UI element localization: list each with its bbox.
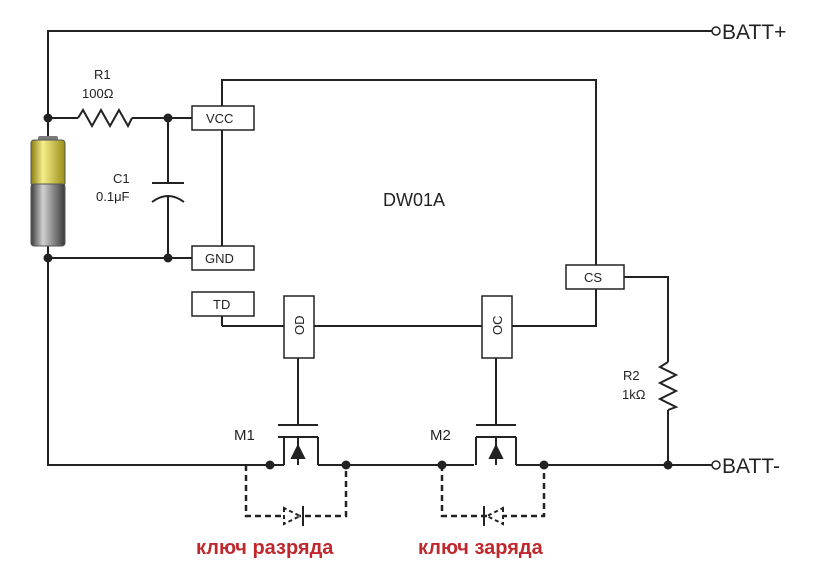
pin-gnd: GND bbox=[205, 251, 234, 266]
pin-od: OD bbox=[292, 316, 307, 336]
wires bbox=[47, 30, 712, 466]
pin-cs: CS bbox=[584, 270, 602, 285]
r2-name: R2 bbox=[623, 368, 640, 383]
r1-value: 100Ω bbox=[82, 86, 114, 101]
c1-value: 0.1μF bbox=[96, 189, 130, 204]
c1-capacitor bbox=[151, 182, 185, 203]
discharge-switch-label: ключ разряда bbox=[196, 537, 334, 559]
batt-plus-label: BATT+ bbox=[722, 21, 786, 44]
battery-cell bbox=[30, 136, 66, 247]
chip-name: DW01A bbox=[383, 190, 445, 210]
batt-minus-label: BATT- bbox=[722, 455, 780, 478]
r2-value: 1kΩ bbox=[622, 387, 646, 402]
pin-oc: OC bbox=[490, 316, 505, 336]
batt-plus-terminal bbox=[711, 26, 721, 36]
m1-body-diode bbox=[244, 465, 348, 518]
m2-label: M2 bbox=[430, 427, 451, 444]
r2-resistor bbox=[657, 361, 679, 411]
r1-name: R1 bbox=[94, 67, 111, 82]
junction-dots bbox=[43, 113, 673, 470]
r1-resistor bbox=[77, 107, 133, 129]
pin-td: TD bbox=[213, 297, 230, 312]
c1-name: C1 bbox=[113, 171, 130, 186]
m1-mosfet bbox=[278, 424, 319, 465]
batt-minus-terminal bbox=[711, 460, 721, 470]
m2-mosfet bbox=[475, 424, 517, 465]
charge-switch-label: ключ заряда bbox=[418, 537, 544, 559]
chip-pins bbox=[191, 105, 625, 359]
m1-label: M1 bbox=[234, 427, 255, 444]
m2-body-diode bbox=[440, 465, 546, 518]
pin-vcc: VCC bbox=[206, 111, 233, 126]
